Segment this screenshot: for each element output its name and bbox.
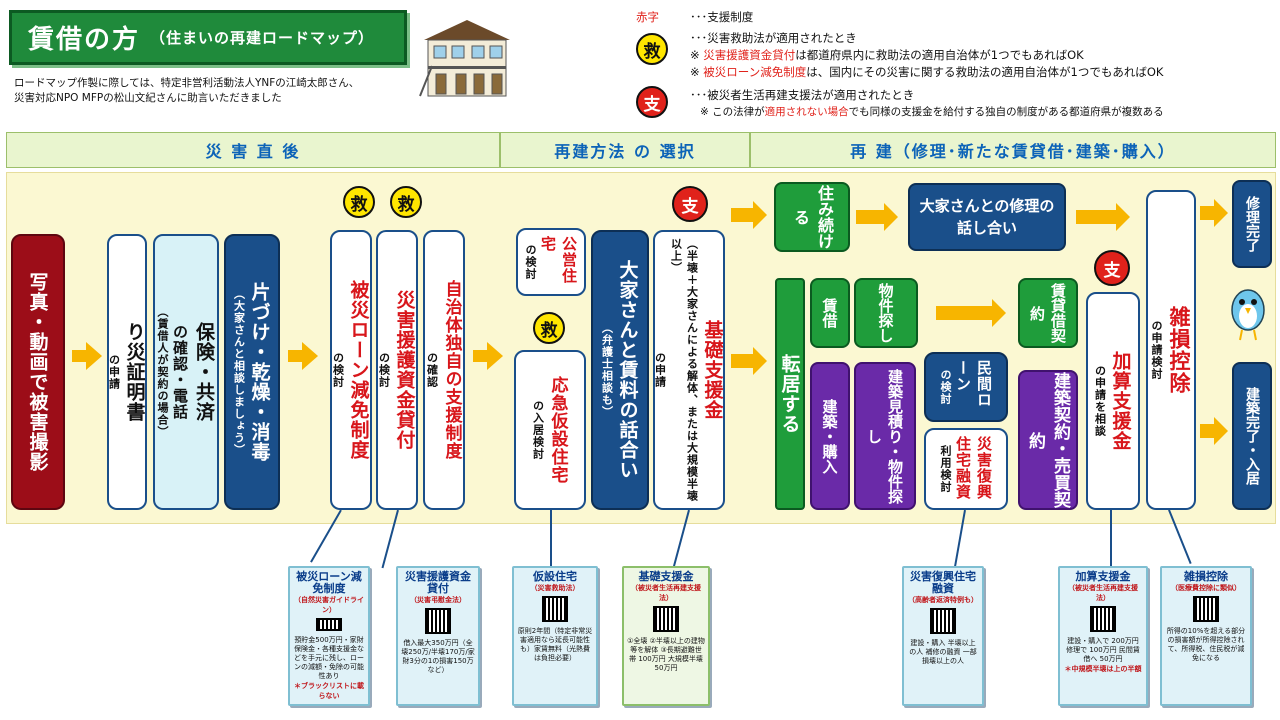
insurance-box: 保険・共済の確認・電話（賃借人が契約の場合） xyxy=(153,234,219,510)
arrow-right-icon xyxy=(288,342,318,370)
arrow-right-icon xyxy=(856,203,898,231)
connector-line xyxy=(550,510,552,572)
kyu-icon: 救 xyxy=(533,312,565,344)
stay-box: 住み続ける xyxy=(774,182,850,252)
photo-box: 写真・動画で被害撮影 xyxy=(11,234,65,510)
qr-code-icon xyxy=(930,608,956,634)
public-housing-box: 公営住宅の検討 xyxy=(516,228,586,296)
legend-red-label: 赤字 xyxy=(636,10,659,24)
info-card-additional-support: 加算支援金 （被災者生活再建支援法） 建設・購入で 200万円 修理で 100万… xyxy=(1058,566,1148,706)
cert-box: り災証明書の申請 xyxy=(107,234,147,510)
kyu-icon: 救 xyxy=(343,186,375,218)
basic-support-box: 基礎支援金（半壊＋大家さんによる解体、または大規模半壊以上）の申請 xyxy=(653,230,725,510)
arrow-right-icon xyxy=(473,342,503,370)
legend-kyu-note-1: ※ 災害援護資金貸付は都道府県内に救助法の適用自治体が1つでもあればOK xyxy=(690,48,1084,62)
cleanup-box: 片づけ・乾燥・消毒（大家さんと相談しましょう） xyxy=(224,234,280,510)
qr-code-icon xyxy=(425,608,451,634)
qr-code-icon xyxy=(1193,596,1219,622)
private-loan-box: 民間ローンの検討 xyxy=(924,352,1008,422)
page-title: 賃借の方 xyxy=(28,25,141,55)
legend-shi-desc: ･･･被災者生活再建支援法が適用されたとき xyxy=(690,88,915,102)
legend-kyu-desc: ･･･災害救助法が適用されたとき xyxy=(690,31,857,45)
build-contract-box: 建築契約・売買契約 xyxy=(1018,370,1078,510)
local-support-box: 自治体独自の支援制度の確認 xyxy=(423,230,465,510)
legend-shi-note: ※ この法律が適用されない場合でも同様の支援金を給付する独自の制度がある都道府県… xyxy=(700,106,1164,118)
info-card-basic-support: 基礎支援金 （被災者生活再建支援法） ①全壊 ②半壊以上の建物等を解体 ③長期避… xyxy=(622,566,710,706)
bird-mascot-icon xyxy=(1231,289,1265,341)
shi-icon: 支 xyxy=(672,186,708,222)
phase-immediate: 災 害 直 後 xyxy=(6,132,500,168)
arrow-right-icon xyxy=(731,201,767,229)
credit-line-2: 災害対応NPO MFPの松山文紀さんに助言いただきました xyxy=(14,92,282,104)
arrow-right-icon xyxy=(1200,199,1228,227)
qr-code-icon xyxy=(316,618,342,631)
repair-talk-box: 大家さんとの修理の話し合い xyxy=(908,183,1066,251)
estimate-box: 建築見積り・物件探し xyxy=(854,362,916,510)
temporary-housing-box: 応急仮設住宅の入居検討 xyxy=(514,350,586,510)
build-buy-box: 建築・購入 xyxy=(810,362,850,510)
rent-box: 賃借 xyxy=(810,278,850,348)
phase-choose: 再建方法 の 選択 xyxy=(500,132,750,168)
recovery-housing-loan-box: 災害復興住宅融資利用検討 xyxy=(924,428,1008,510)
page-subtitle: （住まいの再建ロードマップ） xyxy=(150,29,375,47)
arrow-right-icon xyxy=(1076,203,1130,231)
info-card-recovery-housing-loan: 災害復興住宅融資 （高齢者返済特例も） 建設・購入 半壊以上の人 補修の融資 一… xyxy=(902,566,984,706)
loan-relief-box: 被災ローン減免制度の検討 xyxy=(330,230,372,510)
arrow-right-icon xyxy=(1200,417,1228,445)
arrow-right-icon xyxy=(72,342,102,370)
disaster-loan-box: 災害援護資金貸付の検討 xyxy=(376,230,418,510)
arrow-right-icon xyxy=(731,347,767,375)
search-property-box: 物件探し xyxy=(854,278,918,348)
casualty-deduction-box: 雑損控除の申請検討 xyxy=(1146,190,1196,510)
owner-rent-talk-box: 大家さんと賃料の話合い（弁護士相談も） xyxy=(591,230,649,510)
shi-icon: 支 xyxy=(636,86,668,118)
title-banner: 賃借の方 （住まいの再建ロードマップ） xyxy=(9,10,407,65)
qr-code-icon xyxy=(653,606,679,632)
connector-line xyxy=(1110,510,1112,568)
apartment-house-icon xyxy=(419,20,510,97)
info-card-loan-relief: 被災ローン減免制度 （自然災害ガイドライン） 預貯金500万円・家財保険金・各種… xyxy=(288,566,370,706)
repair-complete-box: 修理完了 xyxy=(1232,180,1272,268)
legend-red-desc: ･･･支援制度 xyxy=(690,10,754,24)
info-card-casualty-deduction: 雑損控除 （医療費控除に類似） 所得の10%を超える部分の損害額が所得控除されて… xyxy=(1160,566,1252,706)
kyu-icon: 救 xyxy=(390,186,422,218)
kyu-icon: 救 xyxy=(636,33,668,65)
legend-kyu-note-2: ※ 被災ローン減免制度は、国内にその災害に関する救助法の適用自治体が1つでもあれ… xyxy=(690,65,1164,79)
build-complete-box: 建築完了・入居 xyxy=(1232,362,1272,510)
additional-support-box: 加算支援金の申請を相談 xyxy=(1086,292,1140,510)
credit-line-1: ロードマップ作製に際しては、特定非営利活動法人YNFの江崎太郎さん、 xyxy=(14,77,360,89)
move-box: 転居する xyxy=(775,278,805,510)
lease-contract-box: 賃貸借契約 xyxy=(1018,278,1078,348)
qr-code-icon xyxy=(1090,606,1116,632)
phase-rebuild: 再 建（修理･新たな賃貸借･建築･購入） xyxy=(750,132,1276,168)
info-card-temporary-housing: 仮設住宅 （災害救助法） 原則2年間（特定非常災害適用なら延長可能性も）家賃無料… xyxy=(512,566,598,706)
info-card-disaster-loan: 災害援護資金貸付 （災害弔慰金法） 借入最大350万円（全壊250万/半壊170… xyxy=(396,566,480,706)
shi-icon: 支 xyxy=(1094,250,1130,286)
arrow-right-icon xyxy=(936,299,1006,327)
qr-code-icon xyxy=(542,596,568,622)
